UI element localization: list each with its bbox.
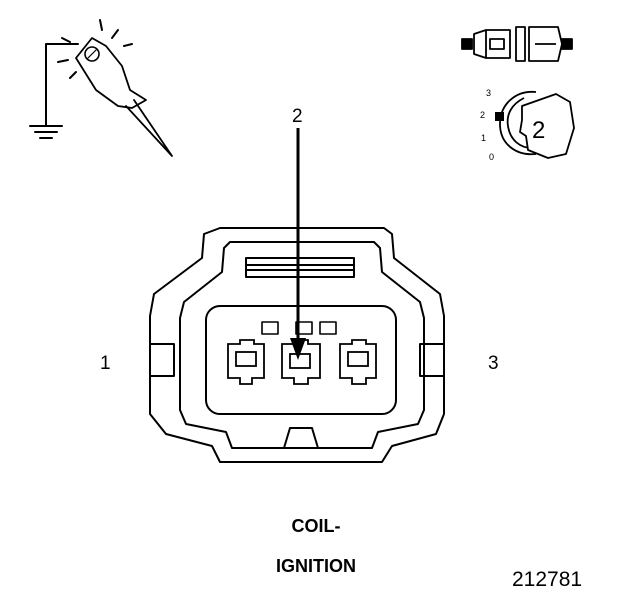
dial-tick-0: 0: [489, 152, 494, 162]
pin-label-2: 2: [292, 106, 303, 127]
dial-tick-2: 2: [480, 110, 485, 120]
dial-tick-3: 3: [486, 88, 491, 98]
connector-side-view-icon: [461, 26, 573, 62]
terminal-selector-dial-icon: 3 2 1 0 2: [480, 88, 575, 162]
ground-probe-icon: [29, 19, 173, 157]
dial-tick-1: 1: [481, 133, 486, 143]
connector-housing: [149, 227, 445, 463]
terminal-cavity-1: [227, 339, 265, 385]
caption-line-2: IGNITION: [276, 556, 356, 576]
terminal-cavity-3: [339, 339, 377, 385]
dial-value: 2: [532, 117, 545, 144]
pin-2-arrow: [290, 128, 306, 360]
pin-label-3: 3: [488, 353, 499, 374]
figure-number: 212781: [512, 568, 582, 591]
pin-label-1: 1: [100, 353, 111, 374]
caption-line-1: COIL-: [292, 516, 341, 536]
